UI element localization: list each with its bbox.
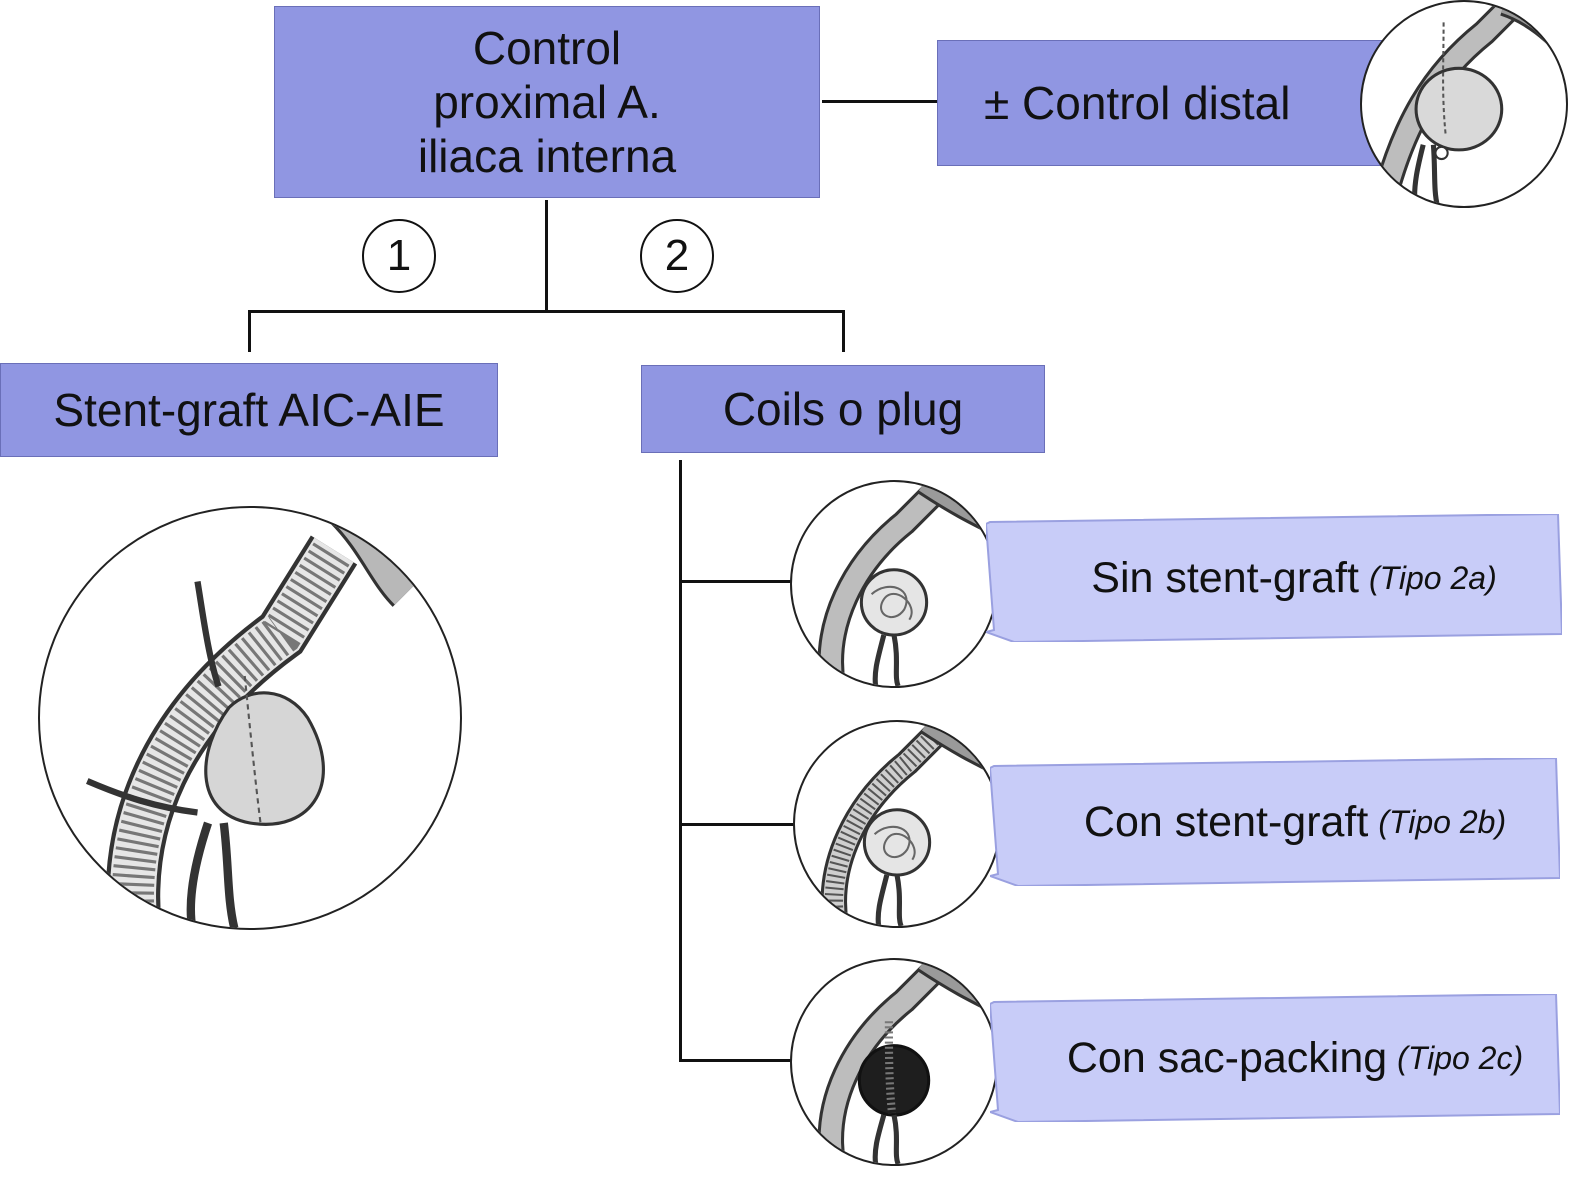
- subtype-2c-label: Con sac-packing: [1066, 1033, 1388, 1082]
- subtype-2a-label: Sin stent-graft: [1091, 553, 1359, 602]
- subtype-2b-tag: Con stent-graft (Tipo 2b): [990, 758, 1560, 886]
- branch-number-1: 1: [362, 219, 436, 293]
- coils-plug-label: Coils o plug: [722, 382, 964, 435]
- coils-spine-connector: [679, 460, 682, 1062]
- subtype-2c-tag: Con sac-packing (Tipo 2c): [990, 994, 1560, 1122]
- subtype-2c-type: (Tipo 2c): [1397, 1039, 1524, 1076]
- branch-number-2: 2: [640, 219, 714, 293]
- stent-graft-node: Stent-graft AIC-AIE: [0, 363, 498, 457]
- subtype-2a-illustration: [790, 480, 998, 688]
- subtype3-connector: [679, 1059, 794, 1062]
- subtype-2b-illustration: [793, 720, 1001, 928]
- root-node: Control proximal A. iliaca interna: [274, 6, 820, 198]
- root-line-2: proximal A.: [433, 75, 661, 128]
- subtype-2a-tag: Sin stent-graft (Tipo 2a): [986, 514, 1562, 642]
- root-to-distal-connector: [822, 100, 938, 103]
- distal-control-node: ± Control distal: [937, 40, 1397, 166]
- stent-graft-label: Stent-graft AIC-AIE: [53, 383, 445, 436]
- subtype2-connector: [679, 823, 797, 826]
- root-line-1: Control: [472, 21, 622, 74]
- root-stem-connector: [545, 200, 548, 312]
- stent-graft-illustration: [38, 506, 462, 930]
- coils-plug-node: Coils o plug: [641, 365, 1045, 453]
- branch-horizontal-connector: [248, 310, 845, 313]
- root-line-3: iliaca interna: [417, 130, 677, 183]
- subtype-2a-type: (Tipo 2a): [1368, 559, 1497, 596]
- branch1-drop-connector: [248, 310, 251, 352]
- distal-illustration: [1360, 0, 1568, 208]
- branch2-drop-connector: [842, 310, 845, 352]
- subtype-2b-type: (Tipo 2b): [1378, 803, 1507, 840]
- subtype-2b-label: Con stent-graft: [1083, 797, 1369, 846]
- subtype1-connector: [679, 580, 794, 583]
- subtype-2c-illustration: [790, 958, 998, 1166]
- distal-control-label: ± Control distal: [984, 76, 1291, 129]
